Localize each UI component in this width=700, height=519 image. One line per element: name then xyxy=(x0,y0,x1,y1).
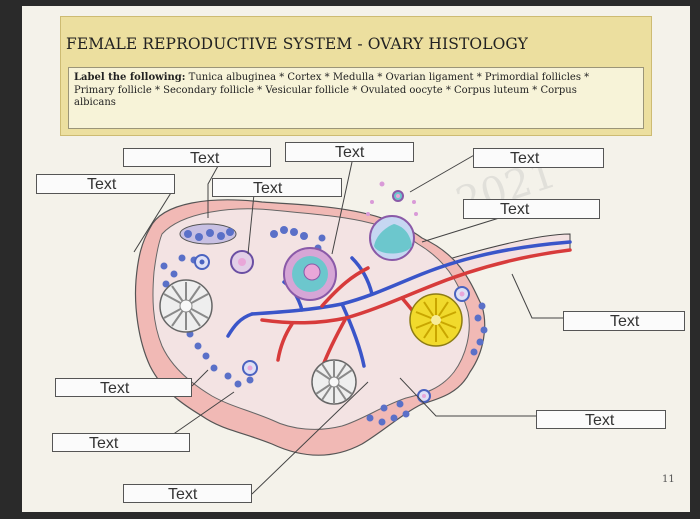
worksheet-screen: FEMALE REPRODUCTIVE SYSTEM - OVARY HISTO… xyxy=(22,6,690,512)
instruction-line-1: Tunica albuginea * Cortex * Medulla * Ov… xyxy=(185,72,590,83)
label-box-right-lower[interactable]: Text xyxy=(536,410,666,429)
instruction-box xyxy=(68,67,644,129)
secondary-follicle xyxy=(230,250,254,274)
label-box-right-middle[interactable]: Text xyxy=(563,311,685,331)
ovulated-oocyte xyxy=(366,181,418,216)
label-box-right-upper[interactable]: Text xyxy=(463,199,600,219)
corpus-luteum xyxy=(409,293,463,347)
label-box-bottom-center[interactable]: Text xyxy=(123,484,252,503)
leader-lines xyxy=(133,153,564,495)
ovary-diagram: 2021 xyxy=(133,151,572,495)
label-box-left-lower[interactable]: Text xyxy=(52,433,190,452)
instruction-line-2: Primary follicle * Secondary follicle * … xyxy=(74,84,577,96)
rupturing-follicle xyxy=(369,190,415,261)
instruction-line-3: albicans xyxy=(74,97,116,108)
vesicular-follicle xyxy=(283,247,337,301)
primary-follicles xyxy=(194,254,470,403)
page-number: 11 xyxy=(662,474,675,485)
instruction-lead: Label the following: xyxy=(74,72,186,83)
primordial-follicles xyxy=(160,223,488,426)
page-title: FEMALE REPRODUCTIVE SYSTEM - OVARY HISTO… xyxy=(66,35,528,53)
corpus-albicans xyxy=(159,279,357,405)
label-box-top-right[interactable]: Text xyxy=(473,148,604,168)
instruction-text: Label the following: Tunica albuginea * … xyxy=(74,72,640,110)
label-box-top-middle[interactable]: Text xyxy=(285,142,414,162)
label-box-left-top[interactable]: Text xyxy=(36,174,175,194)
label-box-left-middle[interactable]: Text xyxy=(55,378,192,397)
label-box-top-left-inner[interactable]: Text xyxy=(123,148,271,167)
label-box-middle-top[interactable]: Text xyxy=(212,178,342,197)
